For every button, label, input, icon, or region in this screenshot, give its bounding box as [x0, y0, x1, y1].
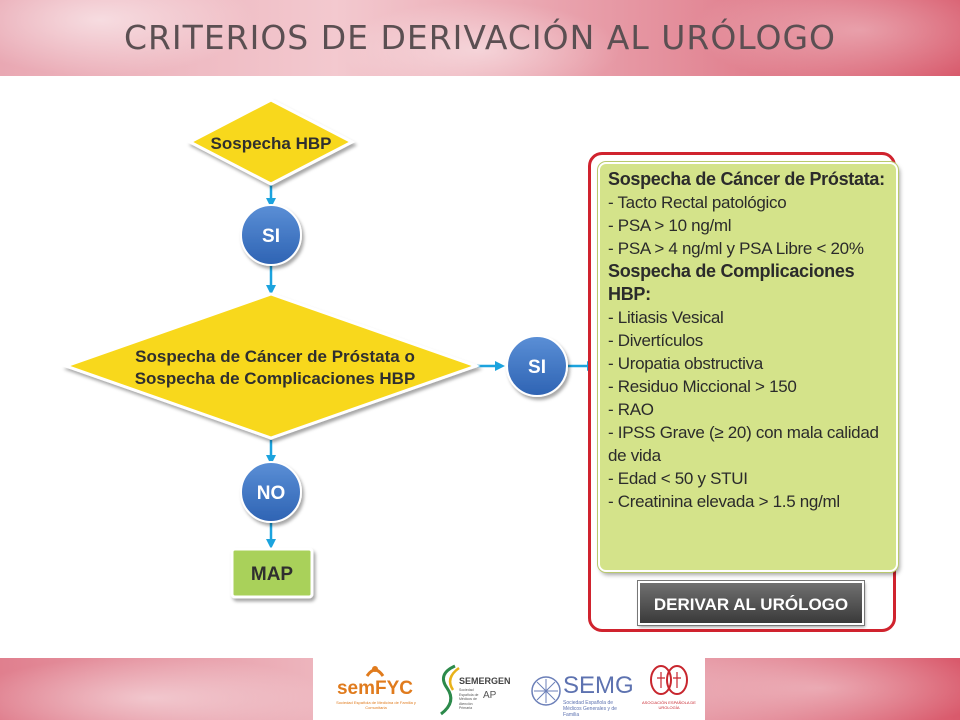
no-label: NO: [257, 483, 286, 504]
no-node: NO: [240, 461, 302, 523]
semergen-name: SEMERGEN: [459, 676, 511, 686]
sponsor-logos: semFYC Sociedad Española de Medicina de …: [313, 658, 705, 720]
semg-name: SEMG: [563, 672, 634, 699]
semergen-ap: AP: [483, 690, 497, 701]
aeu-logo: ASOCIACIÓN ESPAÑOLA DE UROLOGÍA: [639, 662, 699, 716]
criteria-item: - PSA > 4 ng/ml y PSA Libre < 20%: [608, 239, 864, 258]
decision-diamond: [61, 292, 481, 440]
semfyc-logo: semFYC Sociedad Española de Medicina de …: [327, 662, 423, 716]
criteria-item: - IPSS Grave (≥ 20) con mala calidad de …: [608, 423, 879, 465]
criteria-item: - Residuo Miccional > 150: [608, 377, 797, 396]
map-box: [230, 547, 314, 599]
semg-logo: SEMG Sociedad Española de Médicos Genera…: [529, 664, 634, 718]
start-diamond: [186, 98, 356, 186]
si-label-1: SI: [262, 226, 280, 247]
complications-criteria-heading: Sospecha de Complicaciones HBP:: [608, 261, 855, 304]
semfyc-subtitle: Sociedad Española de Medicina de Familia…: [336, 700, 416, 710]
si-label-2: SI: [528, 357, 546, 378]
semfyc-name: semFYC: [336, 678, 414, 699]
criteria-item: - Edad < 50 y STUI: [608, 469, 748, 488]
start-node: Sospecha HBP: [186, 98, 356, 186]
semg-subtitle: Sociedad Española de Médicos Generales y…: [563, 700, 617, 718]
criteria-box: Sospecha de Cáncer de Próstata: - Tacto …: [598, 162, 898, 572]
criteria-item: - Litiasis Vesical: [608, 308, 724, 327]
semergen-subtitle: Sociedad Española de Médicos de Atención…: [459, 688, 479, 710]
aeu-subtitle: ASOCIACIÓN ESPAÑOLA DE UROLOGÍA: [642, 700, 696, 710]
decision-node: Sospecha de Cáncer de Próstata o Sospech…: [61, 292, 481, 440]
semergen-emblem-icon: [440, 664, 460, 716]
header-band: [0, 0, 960, 76]
si-circle-2: [506, 335, 568, 397]
criteria-item: - Creatinina elevada > 1.5 ng/ml: [608, 492, 840, 511]
semergen-logo: SEMERGEN Sociedad Española de Médicos de…: [435, 662, 515, 716]
derivar-urologo-button: DERIVAR AL URÓLOGO: [638, 581, 864, 625]
start-label: Sospecha HBP: [211, 134, 332, 153]
si-circle-1: [240, 204, 302, 266]
no-circle: [240, 461, 302, 523]
si-node-1: SI: [240, 204, 302, 266]
criteria-item: - Divertículos: [608, 331, 703, 350]
criteria-item: - Uropatia obstructiva: [608, 354, 763, 373]
si-node-2: SI: [506, 335, 568, 397]
aeu-emblem-icon: [650, 665, 688, 695]
criteria-item: - RAO: [608, 400, 654, 419]
decision-label-line1: Sospecha de Cáncer de Próstata o: [135, 347, 415, 366]
semg-emblem-icon: [531, 676, 561, 706]
decision-label-line2: Sospecha de Complicaciones HBP: [135, 369, 416, 388]
criteria-item: - Tacto Rectal patológico: [608, 193, 787, 212]
slide-title: CRITERIOS DE DERIVACIÓN AL URÓLOGO: [123, 18, 837, 57]
cancer-criteria-heading: Sospecha de Cáncer de Próstata:: [608, 169, 885, 189]
map-label: MAP: [251, 564, 294, 585]
criteria-item: - PSA > 10 ng/ml: [608, 216, 732, 235]
map-node: MAP: [230, 547, 314, 599]
semfyc-emblem-icon: [365, 666, 385, 677]
